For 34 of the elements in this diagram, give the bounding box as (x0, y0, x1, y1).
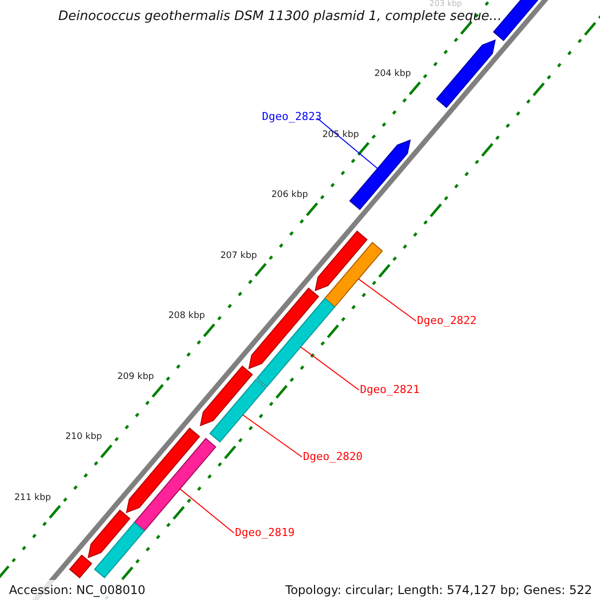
gene-block (126, 428, 200, 514)
scale-label: 210 kbp (65, 432, 102, 442)
scale-label: 209 kbp (117, 372, 154, 382)
scale-label: 208 kbp (168, 311, 205, 321)
scale-label: 204 kbp (374, 69, 411, 79)
gene-label: Dgeo_2819 (235, 526, 295, 539)
gene-bar (256, 298, 336, 388)
gene-block (349, 139, 411, 210)
gene-bar (324, 242, 383, 308)
leader-line (242, 414, 302, 458)
gene-block (436, 39, 496, 108)
gene-block (200, 366, 253, 426)
leader-line (316, 118, 378, 169)
scale-label: 211 kbp (14, 493, 51, 503)
gene-block (88, 510, 130, 558)
gene-bar (94, 522, 145, 578)
scale-label: 206 kbp (271, 190, 308, 200)
scale-label: 205 kbp (322, 130, 359, 140)
scale-label: 203 kbp (429, 0, 462, 8)
leader-line (358, 278, 416, 322)
gene-label: Dgeo_2823 (262, 110, 322, 123)
leader-line (300, 346, 360, 390)
gene-bar (134, 438, 216, 532)
gene-label: Dgeo_2820 (303, 450, 363, 463)
gene-bar (209, 378, 266, 443)
gene-label: Dgeo_2821 (360, 383, 420, 396)
footer-text: Accession: NC_008010 (9, 583, 146, 597)
leader-line (179, 488, 234, 534)
gene-label: Dgeo_2822 (417, 314, 477, 327)
title: Deinococcus geothermalis DSM 11300 plasmid 1, complete seque... (57, 9, 503, 24)
gene-block (314, 230, 368, 292)
footer-text: Topology: circular; Length: 574,127 bp; Genes: 522 (285, 583, 592, 597)
scale-label: 207 kbp (220, 251, 257, 261)
gene-block (248, 288, 320, 370)
